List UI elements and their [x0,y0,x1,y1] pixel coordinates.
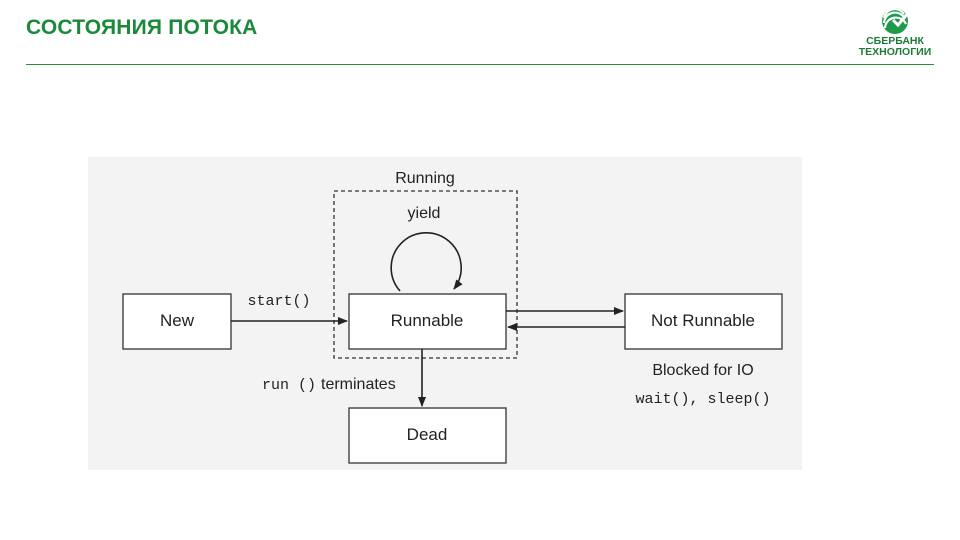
title-divider [26,64,934,65]
wait-sleep-note: wait(), sleep() [635,391,770,408]
logo-line-2: ТЕХНОЛОГИИ [858,46,932,58]
state-new-label: New [160,311,195,330]
logo-line-1: СБЕРБАНК [866,35,924,47]
state-new: New [122,293,232,350]
start-label: start() [247,293,310,310]
page-title: СОСТОЯНИЯ ПОТОКА [26,16,258,39]
state-dead-label: Dead [407,425,448,444]
blocked-for-io-note: Blocked for IO [652,362,753,379]
state-not-runnable-label: Not Runnable [651,311,755,330]
run-terminates-word-label: terminates [321,376,396,393]
yield-loop-arrow [390,231,463,292]
yield-label: yield [408,205,441,222]
running-frame [333,190,518,359]
state-not-runnable: Not Runnable [624,293,783,350]
sberbank-technologies-logo: СБЕРБАНК ТЕХНОЛОГИИ [852,6,938,60]
state-dead: Dead [348,407,507,464]
run-terminates-call-label: run () [262,377,316,394]
state-runnable: Runnable [348,293,507,350]
sberbank-logo-icon [882,7,910,34]
running-frame-label: Running [395,170,455,187]
state-runnable-label: Runnable [391,311,464,330]
